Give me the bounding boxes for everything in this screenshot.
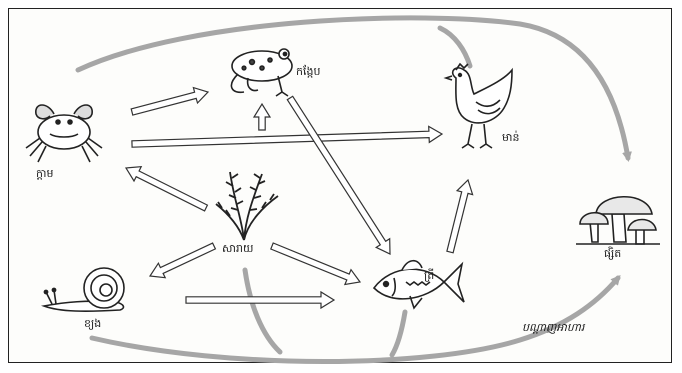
aquatic-plant-icon	[216, 172, 278, 240]
arrow-frog-to-fish	[287, 96, 390, 254]
arrow-fish-to-chicken	[447, 180, 473, 253]
chicken-label: មាន់	[502, 132, 519, 143]
arrow-snail-to-fish	[186, 292, 334, 308]
plant-down-arrow	[245, 270, 280, 352]
arrow-to-frog-short	[254, 104, 270, 130]
snail-icon	[44, 268, 124, 311]
mushroom-label: ផ្សិត	[604, 248, 621, 259]
frog-label: កង្កែប	[296, 66, 320, 77]
mushroom-icon	[576, 197, 660, 244]
crab-label: ក្តាម	[36, 168, 53, 179]
fish-down-arrow	[392, 312, 405, 355]
fish-label: ត្រី	[424, 270, 434, 281]
arrow-plant-to-snail	[150, 243, 215, 278]
cycle-label: បណ្តាញអាហារ	[522, 322, 584, 333]
frog-icon	[231, 49, 292, 96]
arrow-crab-to-frog	[131, 88, 208, 116]
crab-icon	[26, 105, 102, 162]
fish-icon	[374, 261, 464, 308]
snail-label: ខ្យង	[84, 318, 101, 329]
plant-label: សារាយ	[222, 243, 253, 254]
bottom-cycle-arrow	[92, 278, 618, 362]
arrow-crab-to-chicken	[132, 126, 442, 147]
arrow-plant-to-fish	[271, 243, 360, 285]
chicken-top-arrow	[440, 28, 470, 66]
arrow-plant-to-crab	[126, 167, 207, 211]
